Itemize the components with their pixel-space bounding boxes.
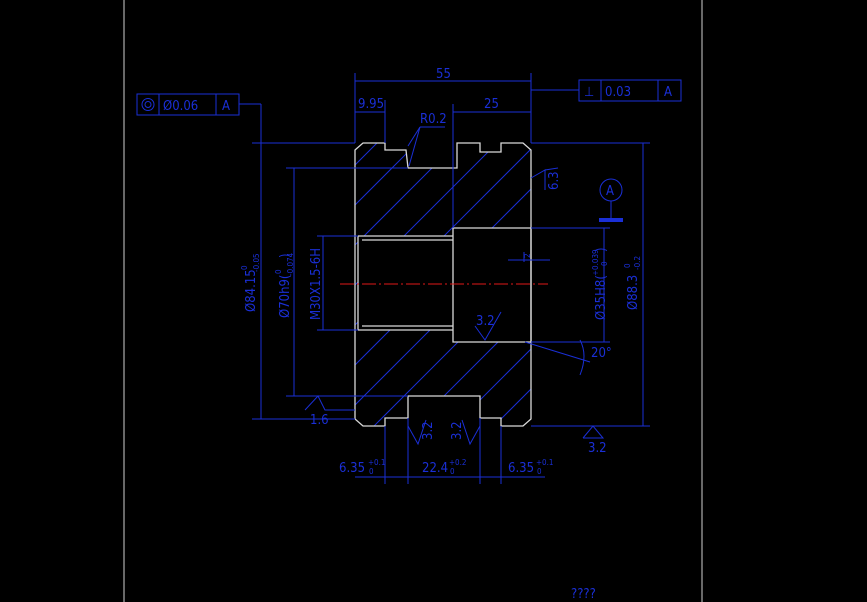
dim-dia-88: Ø88.3 0 -0.2 — [531, 142, 650, 427]
label-chamfer: 2 — [523, 253, 532, 258]
dim-angle: 20° — [524, 339, 612, 376]
dim-overall-length: 55 — [354, 67, 532, 143]
roughness-groove-right: 3.2 — [450, 419, 481, 446]
concentricity-icon — [141, 98, 155, 111]
label-dia-88: Ø88.3 — [626, 275, 641, 310]
label-25: 25 — [484, 97, 499, 112]
label-bore: Ø35H8( — [594, 275, 609, 320]
label-width-mid: 22.4 — [422, 461, 448, 476]
tol-dia-70-upper: 0 — [274, 269, 283, 274]
roughness-1-6: 1.6 — [304, 395, 355, 428]
tol-width-left-lower: 0 — [369, 467, 374, 476]
dim-chamfer: 2 — [508, 252, 550, 262]
label-roughness-groove-left: 3.2 — [421, 421, 436, 440]
concentricity-value: Ø0.06 — [163, 99, 198, 114]
label-roughness-bore: 3.2 — [476, 314, 495, 329]
label-9-95: 9.95 — [358, 97, 384, 112]
tol-dia-70-lower: -0.074 — [286, 252, 295, 276]
label-roughness-1-6: 1.6 — [310, 413, 329, 428]
tol-width-right-upper: +0.1 — [536, 458, 553, 467]
bore-close: ) — [594, 247, 609, 252]
concentricity-frame[interactable]: Ø0.06 A — [136, 93, 262, 143]
dim-dia-84: Ø84.15 0 -0.05 — [240, 142, 355, 420]
tol-dia-84-upper: 0 — [240, 265, 249, 270]
label-width-right: 6.35 — [508, 461, 534, 476]
datum-marker: A — [599, 178, 623, 222]
dim-groove-offset: 9.95 — [355, 97, 386, 143]
part-outline — [354, 142, 532, 427]
dia-70-close: ) — [278, 253, 293, 258]
label-dia-84: Ø84.15 — [244, 269, 259, 312]
label-thread: M30X1.5-6H — [309, 248, 324, 320]
datum-label: A — [606, 184, 614, 199]
dim-fillet-radius: R0.2 — [407, 112, 447, 167]
label-55: 55 — [436, 67, 451, 82]
perpendicularity-datum: A — [664, 85, 672, 100]
section-hatching — [355, 143, 531, 426]
dim-bore: Ø35H8( +0.039 0 ) — [531, 227, 610, 343]
tol-bore-upper: +0.039 — [591, 249, 600, 276]
label-roughness-6-3: 6.3 — [547, 171, 562, 190]
label-width-left: 6.35 — [339, 461, 365, 476]
tol-dia-88-lower: -0.2 — [633, 256, 642, 270]
label-angle: 20° — [591, 346, 612, 361]
dim-bottom-widths: 6.35 +0.1 0 22.4 +0.2 0 6.35 +0.1 0 — [339, 418, 553, 484]
tol-dia-88-upper: 0 — [623, 263, 632, 268]
tol-width-left-upper: +0.1 — [368, 458, 385, 467]
tol-width-right-lower: 0 — [537, 467, 542, 476]
concentricity-datum: A — [222, 99, 230, 114]
tol-bore-lower: 0 — [600, 261, 609, 266]
tol-width-mid-lower: 0 — [450, 467, 455, 476]
label-roughness-bottom: 3.2 — [588, 441, 607, 456]
bore-outline — [357, 227, 532, 343]
perpendicularity-value: 0.03 — [605, 85, 631, 100]
footer-text: ???? — [571, 587, 596, 602]
roughness-bore: 3.2 — [474, 311, 502, 341]
tol-width-mid-upper: +0.2 — [449, 458, 466, 467]
dim-bore-depth: 25 — [452, 97, 531, 228]
tol-dia-84-lower: -0.05 — [252, 253, 261, 272]
roughness-groove-left: 3.2 — [407, 419, 436, 446]
dim-thread: M30X1.5-6H — [309, 235, 358, 331]
label-r0-2: R0.2 — [420, 112, 447, 127]
perpendicularity-icon: ⊥ — [584, 85, 594, 100]
roughness-bottom: 3.2 — [582, 425, 607, 456]
perpendicularity-frame[interactable]: ⊥ 0.03 A — [531, 79, 682, 102]
label-roughness-groove-right: 3.2 — [450, 421, 465, 440]
dim-dia-70: Ø70h9( 0 -0.074 ) — [274, 167, 408, 397]
roughness-6-3: 6.3 — [530, 167, 562, 190]
label-dia-70: Ø70h9( — [278, 274, 293, 318]
